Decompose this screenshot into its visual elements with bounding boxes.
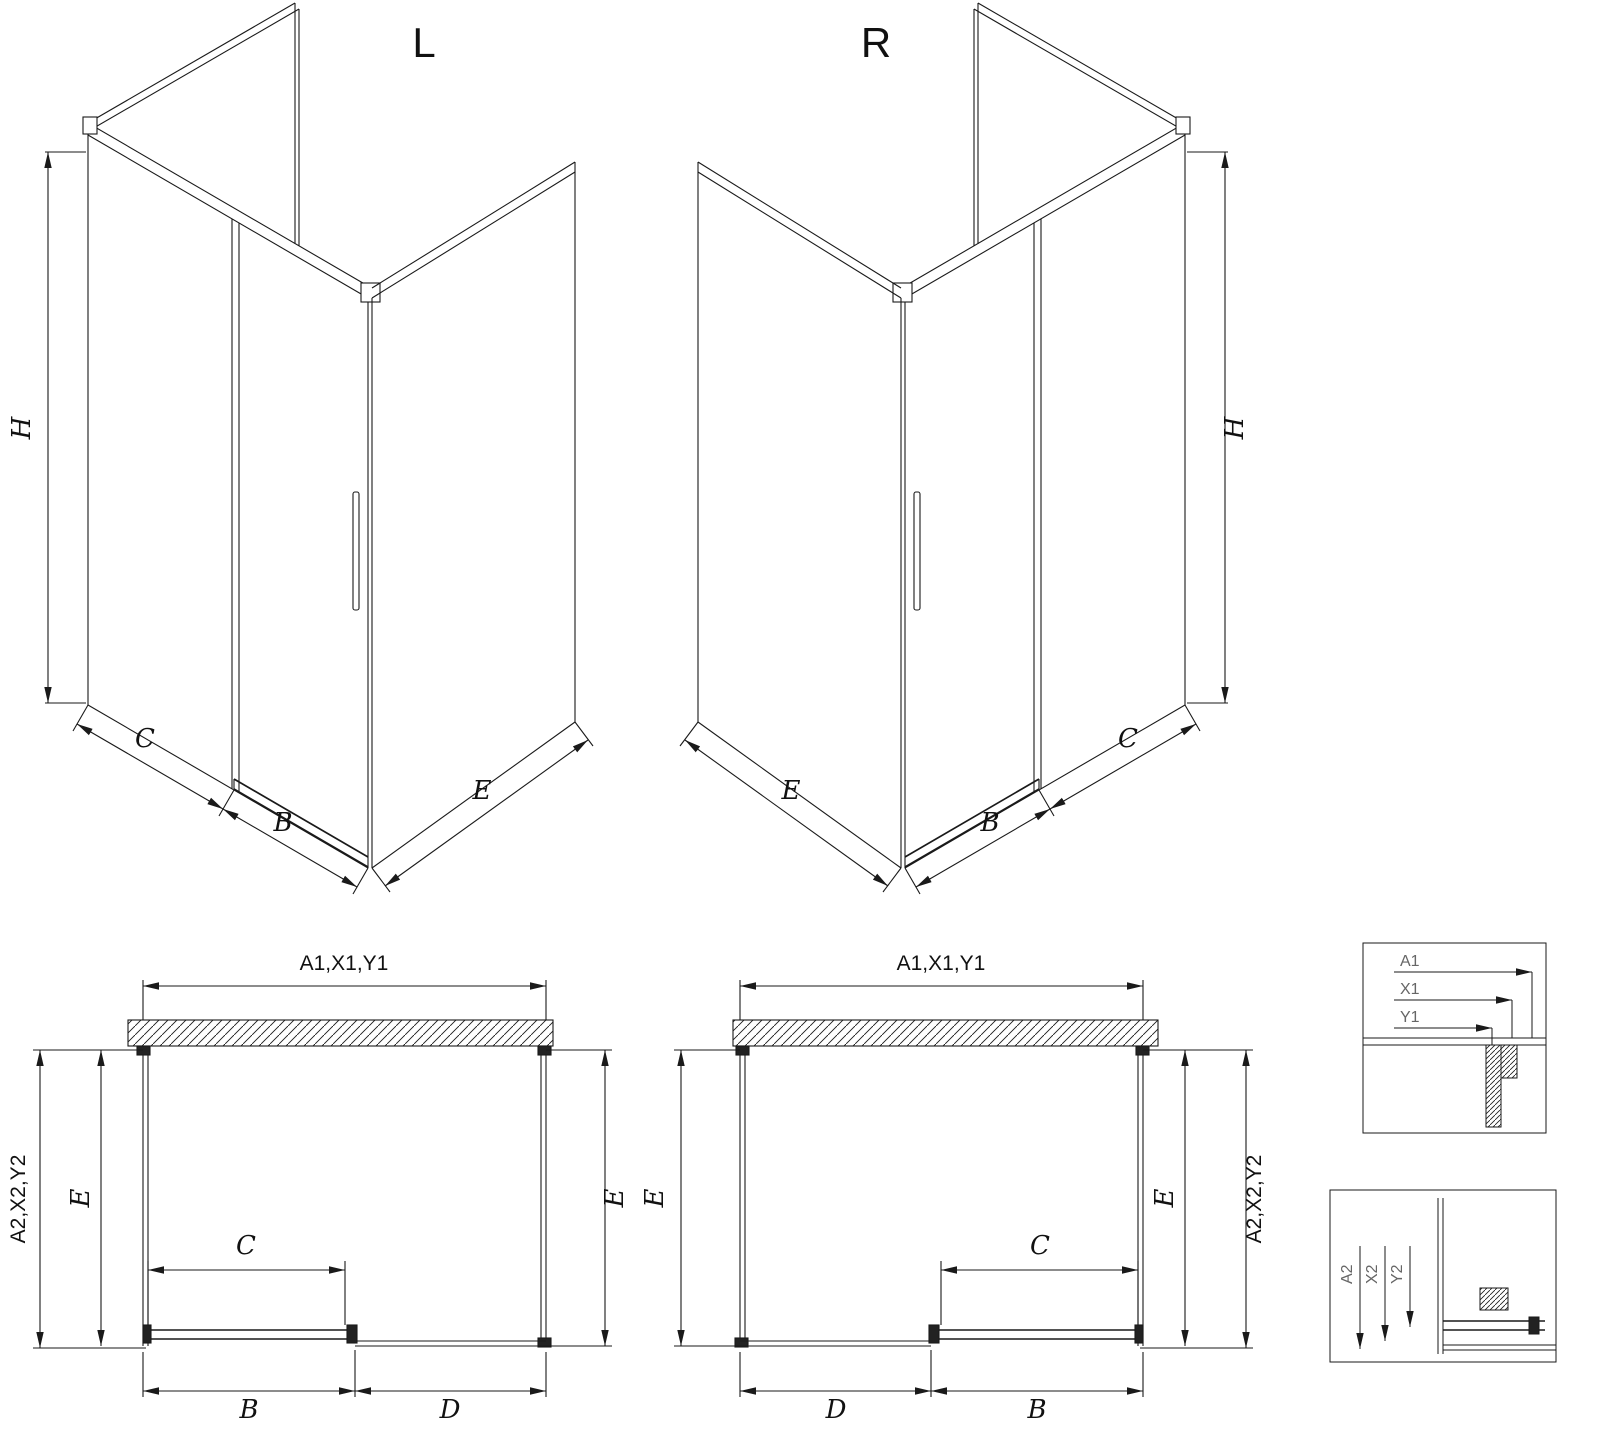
iso-right-return-panel — [697, 161, 902, 869]
door-handle — [352, 491, 360, 611]
plan-view-right: A1,X1,Y1 A2,X2,Y2 E E C D B — [640, 952, 1266, 1425]
door-roller — [1528, 1316, 1540, 1335]
iso-right-side-panel — [973, 2, 1191, 246]
corner-profile — [892, 282, 913, 303]
door-end-cap — [1134, 1324, 1144, 1344]
dim-label-d: D — [825, 1395, 847, 1425]
view-label-right: R — [861, 19, 891, 66]
iso-left-dimensions: H C B E — [7, 151, 594, 895]
detail-view-bottom: A2 X2 Y2 — [1329, 1189, 1557, 1363]
detail-label-a1: A1 — [1400, 953, 1420, 970]
dim-label-b: B — [238, 1395, 258, 1425]
plan-right-dimensions: A1,X1,Y1 A2,X2,Y2 E E C D B — [640, 952, 1266, 1425]
iso-left-side-panel — [82, 2, 300, 246]
dim-label-c: C — [1030, 1231, 1050, 1261]
plan-left-panels — [136, 1045, 552, 1348]
dim-label-a2x2y2: A2,X2,Y2 — [1243, 1155, 1266, 1244]
wall-profile — [82, 116, 98, 135]
plan-left-dimensions: A1,X1,Y1 A2,X2,Y2 E E C B D — [7, 952, 630, 1425]
dim-label-b: B — [272, 808, 292, 838]
wall-profile — [1175, 116, 1191, 135]
dim-label-c: C — [1118, 724, 1138, 754]
view-label-left: L — [412, 19, 435, 66]
corner-profile — [360, 282, 381, 303]
plan-right-panels — [734, 1045, 1150, 1348]
iso-view-left: H C B E L — [7, 2, 594, 895]
dim-label-c: C — [135, 724, 155, 754]
dim-label-a2x2y2: A2,X2,Y2 — [7, 1155, 30, 1244]
wall-profile-section — [1500, 1044, 1518, 1079]
iso-left-front-panel — [87, 122, 369, 869]
wall-section — [127, 1019, 554, 1047]
detail-label-y1: Y1 — [1400, 1009, 1420, 1026]
detail-label-x2: X2 — [1364, 1264, 1381, 1284]
dim-label-d: D — [439, 1395, 461, 1425]
dim-label-a1x1y1: A1,X1,Y1 — [300, 952, 389, 975]
detail-label-x1: X1 — [1400, 981, 1420, 998]
dim-label-a1x1y1: A1,X1,Y1 — [897, 952, 986, 975]
dim-label-e-left: E — [640, 1188, 670, 1208]
wall-section — [732, 1019, 1159, 1047]
iso-left-return-panel — [371, 161, 576, 869]
detail-view-top: A1 X1 Y1 — [1362, 942, 1547, 1134]
dim-label-e-right: E — [600, 1188, 630, 1208]
profile-section — [1479, 1287, 1509, 1311]
dim-label-e-left: E — [66, 1188, 96, 1208]
dim-label-e: E — [781, 776, 801, 806]
dim-label-e-right: E — [1150, 1188, 1180, 1208]
plan-view-left: A1,X1,Y1 A2,X2,Y2 E E C B D — [7, 952, 630, 1425]
dim-label-b: B — [1026, 1395, 1046, 1425]
dim-label-c: C — [236, 1231, 256, 1261]
iso-right-front-panel — [904, 122, 1186, 869]
door-handle — [913, 491, 921, 611]
dim-label-b: B — [979, 808, 999, 838]
iso-view-right: H C B E R — [679, 2, 1250, 895]
dim-label-h: H — [7, 415, 37, 440]
dim-label-h: H — [1220, 415, 1250, 440]
detail-label-y2: Y2 — [1389, 1264, 1406, 1284]
door-roller — [346, 1324, 358, 1344]
door-end-cap — [142, 1324, 152, 1344]
dim-label-e: E — [472, 776, 492, 806]
iso-right-dimensions: H C B E — [679, 151, 1250, 895]
door-roller — [928, 1324, 940, 1344]
detail-label-a2: A2 — [1339, 1264, 1356, 1284]
glass-section — [1485, 1044, 1502, 1128]
